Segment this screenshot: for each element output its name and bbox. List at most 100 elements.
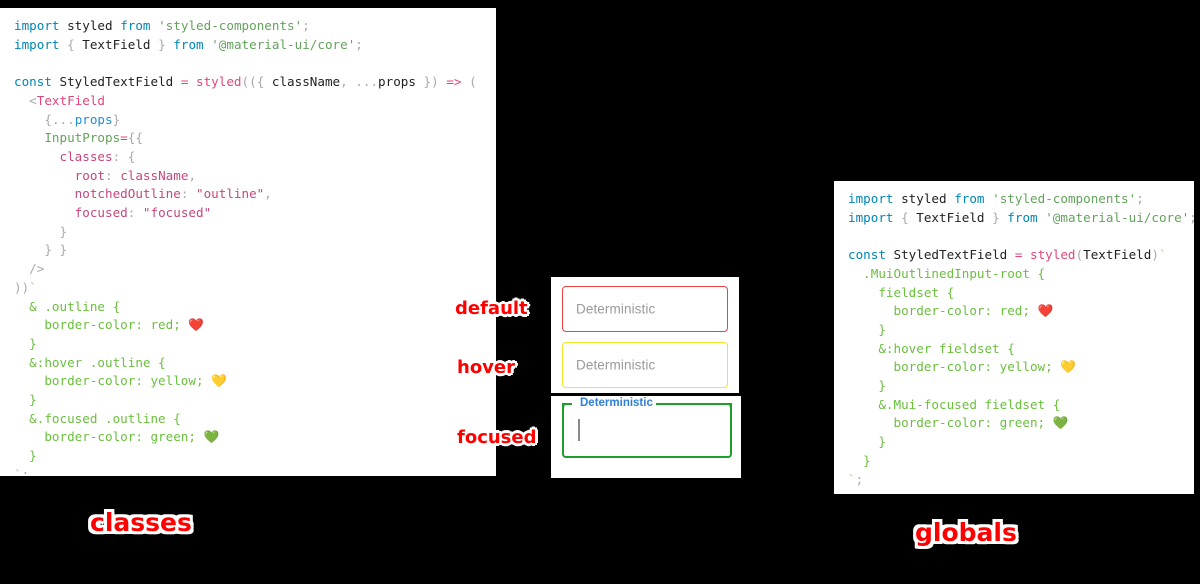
code-token: } (14, 392, 37, 408)
code-token: 💛 (211, 373, 227, 389)
code-token: styled (1030, 247, 1076, 263)
code-line: } (14, 335, 496, 354)
code-token: className (120, 167, 189, 183)
code-line: import { TextField } from '@material-ui/… (848, 209, 1194, 228)
code-block-classes: import styled from 'styled-components';i… (14, 17, 496, 476)
code-token: } (848, 378, 886, 394)
code-token: = (180, 74, 189, 90)
code-token: 'styled-components' (992, 191, 1137, 206)
caption-classes: classes (90, 508, 192, 537)
code-line (848, 227, 1194, 246)
code-line (14, 54, 496, 73)
code-token (14, 186, 75, 201)
code-line: } (848, 452, 1194, 471)
code-token: (( (241, 74, 257, 90)
code-token: TextField (908, 209, 993, 225)
code-token: ` (14, 466, 22, 476)
code-token: '@material-ui/core' (211, 36, 356, 52)
code-token: ` (848, 471, 856, 487)
code-line: ))` (14, 279, 496, 298)
code-token (14, 130, 44, 145)
code-line: border-color: yellow; 💛 (848, 358, 1194, 377)
code-line: const StyledTextField = styled(TextField… (848, 246, 1194, 265)
code-token: border-color: green; (848, 415, 1053, 431)
textfield-default[interactable]: Deterministic (562, 286, 728, 332)
code-token: : (112, 148, 128, 164)
code-token: border-color: yellow; (14, 373, 212, 389)
code-token: ) (1151, 247, 1159, 263)
code-token: 💛 (1060, 359, 1076, 375)
code-token: )) (14, 279, 30, 295)
code-token: } (992, 209, 1000, 225)
code-token: 💚 (203, 429, 220, 445)
code-token: fieldset { (848, 284, 955, 300)
code-token: } (158, 36, 166, 52)
code-line: } (14, 223, 496, 242)
code-token: ( (461, 74, 477, 90)
code-token (14, 93, 29, 108)
code-token: const (848, 247, 886, 263)
code-line: {...props} (14, 111, 496, 130)
code-token: TextField (74, 36, 159, 52)
code-token: 'styled-components' (158, 18, 303, 33)
code-token: ❤️ (1037, 303, 1054, 319)
code-token: props (378, 74, 416, 90)
code-line: fieldset { (848, 284, 1194, 303)
code-token: className (264, 74, 341, 90)
code-token: ; (355, 36, 363, 52)
code-token: styled (901, 191, 947, 206)
code-token: } (59, 223, 68, 239)
code-token: } (14, 335, 37, 351)
code-token: { (44, 111, 52, 127)
code-panel-classes: import styled from 'styled-components';i… (0, 8, 496, 476)
code-token: &:hover .outline { (14, 354, 166, 370)
code-token: &:hover fieldset { (848, 340, 1015, 356)
code-line: border-color: red; ❤️ (14, 316, 496, 335)
demo-panel-focused: Deterministic (551, 396, 741, 478)
code-line: } (848, 377, 1194, 396)
code-token: ( (1075, 247, 1084, 263)
code-token (14, 242, 44, 257)
code-token: from (954, 191, 985, 206)
code-token: from (173, 36, 204, 52)
code-token: ❤️ (188, 317, 205, 333)
code-token: } } (44, 242, 68, 258)
code-token: "outline" (196, 186, 265, 202)
code-token: : (105, 167, 121, 183)
textfield-focused-label: Deterministic (577, 396, 656, 410)
code-token: StyledTextField (51, 74, 181, 90)
code-token: const (14, 74, 52, 90)
code-line: focused: "focused" (14, 204, 496, 223)
code-token: } (848, 321, 886, 337)
code-token: focused (74, 205, 128, 221)
code-token (60, 18, 68, 33)
code-token: root (74, 167, 106, 183)
code-token: '@material-ui/core' (1045, 209, 1190, 225)
code-line: border-color: green; 💚 (14, 428, 496, 447)
notch-segment-right (650, 403, 732, 405)
code-token: { (127, 148, 136, 164)
code-token: ` (1158, 247, 1167, 263)
code-token: } (848, 452, 871, 468)
code-token: notchedOutline (74, 186, 181, 202)
code-line: root: className, (14, 167, 496, 186)
code-token: , (264, 186, 272, 202)
code-token: import (848, 209, 894, 225)
code-token: ; (21, 466, 30, 476)
code-token: props (74, 111, 113, 127)
code-token: {{ (127, 130, 143, 146)
text-caret-icon (578, 419, 580, 441)
code-line: import { TextField } from '@material-ui/… (14, 36, 496, 55)
code-block-globals: import styled from 'styled-components';i… (848, 190, 1194, 489)
code-panel-globals: import styled from 'styled-components';i… (834, 181, 1194, 494)
annotation-default: default (455, 298, 528, 319)
textfield-hover[interactable]: Deterministic (562, 342, 728, 388)
notch-corner-left (562, 403, 564, 409)
code-token (14, 205, 75, 220)
code-token: import (14, 18, 60, 33)
annotation-focused: focused (457, 427, 537, 448)
code-line: .MuiOutlinedInput-root { (848, 265, 1194, 284)
textfield-focused[interactable]: Deterministic (562, 396, 732, 458)
code-token: border-color: yellow; (848, 359, 1061, 375)
code-line: } (848, 433, 1194, 452)
